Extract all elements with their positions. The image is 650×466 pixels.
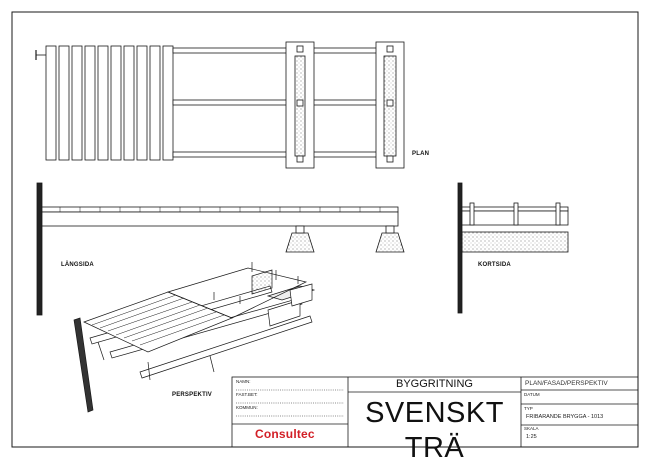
scale-field-label: SKALA bbox=[524, 426, 539, 431]
scale-field-value: 1:25 bbox=[526, 434, 537, 440]
plan-view-label: PLAN bbox=[412, 151, 430, 157]
shortside-post bbox=[457, 182, 463, 314]
drawing-heading: BYGGRITNING bbox=[395, 378, 473, 390]
plan-rails bbox=[172, 47, 394, 158]
longside-footing-1 bbox=[285, 232, 315, 253]
longside-view bbox=[36, 182, 405, 316]
longside-view-label: LÄNGSIDA bbox=[61, 262, 94, 268]
title-block-frame bbox=[231, 376, 639, 448]
date-field-label: DATUM bbox=[524, 392, 540, 397]
shortside-footing bbox=[461, 231, 569, 253]
plan-view bbox=[35, 41, 405, 169]
type-field-label: TYP bbox=[524, 406, 533, 411]
perspective-view-label: PERSPEKTIV bbox=[172, 392, 213, 398]
longside-post bbox=[36, 182, 43, 316]
perspective-deck bbox=[83, 291, 233, 353]
company-logo: Consultec bbox=[255, 427, 315, 441]
perspective-post bbox=[73, 317, 94, 413]
shortside-view-label: KORTSIDA bbox=[478, 262, 511, 268]
longside-footing-2 bbox=[375, 232, 405, 253]
type-field-value: FRIBARANDE BRYGGA - 1013 bbox=[526, 414, 604, 420]
name-field-label: NAMN: bbox=[236, 379, 251, 384]
municipality-field-label: KOMMUN: bbox=[236, 405, 258, 410]
drawing-subject: SVENSKT TRÄ bbox=[365, 397, 504, 464]
perspective-view bbox=[73, 262, 316, 413]
view-types-value: PLAN/FASAD/PERSPEKTIV bbox=[525, 380, 608, 387]
shortside-view bbox=[457, 182, 569, 314]
property-field-label: FAST.BET: bbox=[236, 392, 258, 397]
plan-planks bbox=[45, 45, 174, 161]
